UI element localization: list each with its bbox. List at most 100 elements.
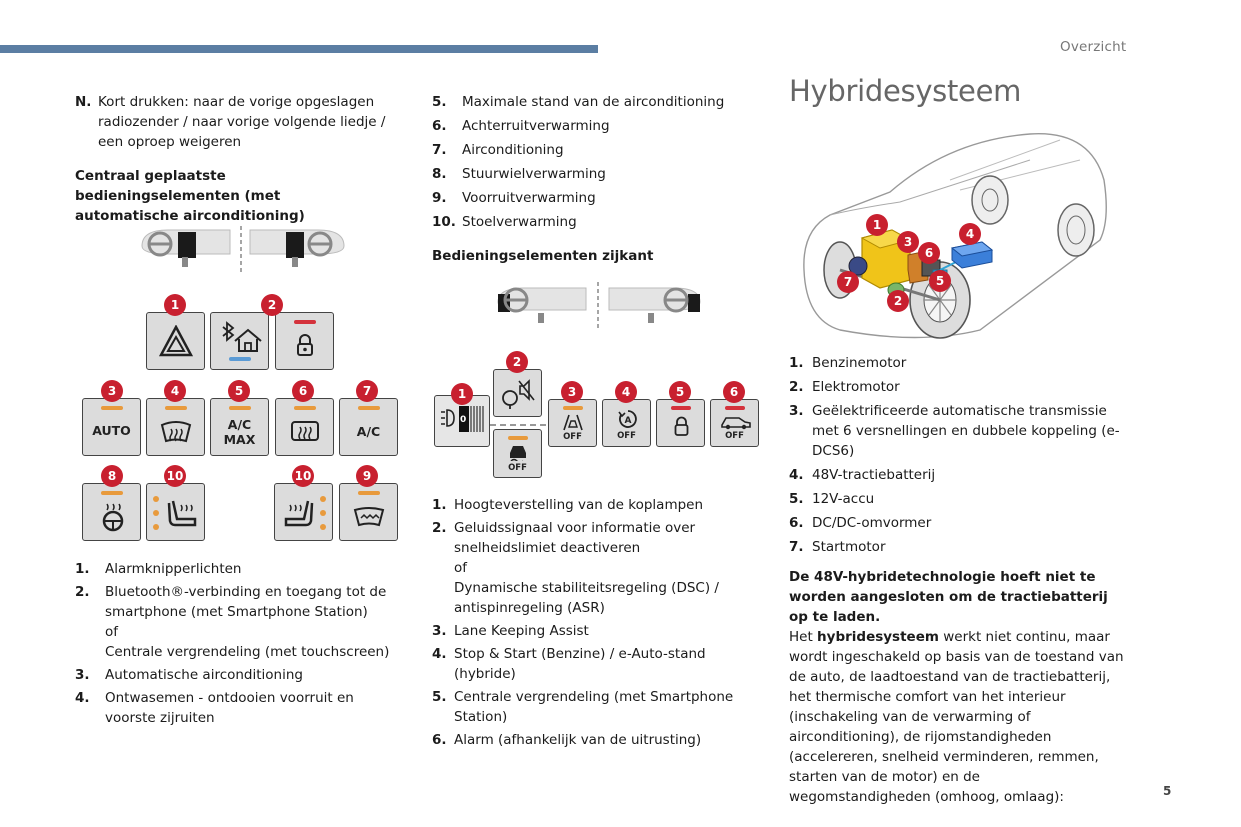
intro-text: Kort drukken: naar de vorige opgeslagen … <box>98 94 386 150</box>
list-text: Ontwasemen - ontdooien voorruit en voors… <box>105 690 354 726</box>
list-item: 6. DC/DC-omvormer <box>789 513 1129 533</box>
list-text: Geluidssignaal voor informatie over snel… <box>454 520 696 556</box>
intro-item: N. Kort drukken: naar de vorige opgeslag… <box>75 92 400 152</box>
bluetooth-home-button[interactable] <box>210 312 269 370</box>
list-item: 2. Bluetooth®-verbinding en toegang tot d… <box>75 582 400 622</box>
rear-heat-led <box>294 406 316 410</box>
list-num <box>432 578 454 618</box>
stop-start-button[interactable]: A OFF <box>602 399 651 447</box>
seat-heating-right-button[interactable] <box>274 483 333 541</box>
list-text: Bluetooth®-verbinding en toegang tot de … <box>105 584 387 620</box>
list-text: DC/DC-omvormer <box>812 515 932 531</box>
list-text: Voorruitverwarming <box>462 190 596 206</box>
dsc-off-button[interactable]: OFF <box>493 429 542 478</box>
front-defrost-icon <box>160 421 192 443</box>
list-num: 1. <box>432 497 447 513</box>
intro-num: N. <box>75 94 92 110</box>
list-item: 3.Geëlektrificeerde automatische transmi… <box>789 401 1129 461</box>
list-num: 4. <box>75 690 90 706</box>
list-num: 6. <box>432 118 447 134</box>
list-num: 2. <box>432 520 447 536</box>
auto-led <box>101 406 123 410</box>
seat-heating-left-button[interactable] <box>146 483 205 541</box>
diagram-callout-badge: 3 <box>897 231 919 253</box>
speed-limit-mute-icon <box>502 379 535 409</box>
list-num: 4. <box>432 646 447 662</box>
list-num <box>75 622 105 642</box>
list-item: 5. Centrale vergrendeling (met Smartphone… <box>432 687 762 727</box>
list-num: 2. <box>75 584 90 600</box>
ac-led <box>358 406 380 410</box>
speed-limit-sound-button[interactable] <box>493 369 542 417</box>
list-num: 2. <box>789 379 804 395</box>
seat-level-dot <box>153 524 159 530</box>
central-lock-button[interactable] <box>275 312 334 370</box>
ac-button[interactable]: A/C <box>339 398 398 456</box>
list-text: Elektromotor <box>812 379 900 395</box>
lane-keeping-button[interactable]: OFF <box>548 399 597 447</box>
list-item: 1. Alarmknipperlichten <box>75 559 400 579</box>
dashboard-sketch-center <box>141 226 345 272</box>
diagram-callout-badge: 4 <box>959 223 981 245</box>
rear-defrost-icon <box>291 421 319 441</box>
dsc-led <box>508 436 528 440</box>
callout-badge: 10 <box>164 465 186 487</box>
list-item: 9.Voorruitverwarming <box>432 188 762 208</box>
list-num: 3. <box>432 623 447 639</box>
list-text: Lane Keeping Assist <box>454 623 589 639</box>
list-text: Startmotor <box>812 539 886 555</box>
list-num <box>75 642 105 662</box>
list-text: Dynamische stabiliteitsregeling (DSC) / … <box>454 580 719 616</box>
header-accent-bar <box>0 45 598 53</box>
steering-wheel-heating-button[interactable] <box>82 483 141 541</box>
para-rest: werkt niet continu, maar wordt ingeschak… <box>789 629 1124 805</box>
callout-badge: 6 <box>723 381 745 403</box>
list-num: 4. <box>789 467 804 483</box>
list-num: 6. <box>789 515 804 531</box>
diagram-callout-badge: 1 <box>866 214 888 236</box>
callout-badge: 8 <box>101 465 123 487</box>
list-item: 6.Alarm (afhankelijk van de uitrusting) <box>432 730 762 750</box>
list-text: Hoogteverstelling van de koplampen <box>454 497 704 513</box>
acmax-led <box>229 406 251 410</box>
heated-seat-icon <box>167 500 197 527</box>
callout-badge: 5 <box>669 381 691 403</box>
list-text: Maximale stand van de airconditioning <box>462 94 725 110</box>
alarm-off-label: OFF <box>725 431 744 441</box>
list-item: 2. Geluidssignaal voor informatie over sn… <box>432 518 762 558</box>
seat-level-dot <box>153 496 159 502</box>
windscreen-heating-button[interactable] <box>339 483 398 541</box>
callout-badge: 10 <box>292 465 314 487</box>
diagram-callout-badge: 7 <box>837 271 859 293</box>
list-text: of <box>105 624 119 640</box>
alarm-button[interactable]: OFF <box>710 399 759 447</box>
rear-window-heating-button[interactable] <box>275 398 334 456</box>
diagram-callout-badge: 5 <box>929 270 951 292</box>
side-central-lock-button[interactable] <box>656 399 705 447</box>
seat-level-dot <box>320 496 326 502</box>
list-item: 2. Elektromotor <box>789 377 1129 397</box>
list-num: 1. <box>75 561 90 577</box>
para-pre: Het <box>789 629 818 645</box>
list-num: 5. <box>432 689 447 705</box>
list-num: 10. <box>432 214 456 230</box>
list-text: Centrale vergrendeling (met Smartphone S… <box>454 689 734 725</box>
callout-badge: 6 <box>292 380 314 402</box>
list-text: Alarm (afhankelijk van de uitrusting) <box>454 732 702 748</box>
heated-steering-wheel-icon <box>102 503 124 532</box>
defrost-windscreen-button[interactable] <box>146 398 205 456</box>
list-num: 3. <box>75 667 90 683</box>
list-item: 1. Hoogteverstelling van de koplampen <box>432 495 762 515</box>
ac-max-button[interactable]: A/C MAX <box>210 398 269 456</box>
list-num: 8. <box>432 166 447 182</box>
hazard-button[interactable] <box>146 312 205 370</box>
callout-badge: 5 <box>228 380 250 402</box>
list-item: 10.Stoelverwarming <box>432 212 762 232</box>
list-num: 5. <box>432 94 447 110</box>
wheel-heat-led <box>101 491 123 495</box>
list-text: Airconditioning <box>462 142 564 158</box>
auto-ac-button[interactable]: AUTO <box>82 398 141 456</box>
list-text: Alarmknipperlichten <box>105 561 242 577</box>
callout-badge: 3 <box>561 381 583 403</box>
list-num: 7. <box>432 142 447 158</box>
